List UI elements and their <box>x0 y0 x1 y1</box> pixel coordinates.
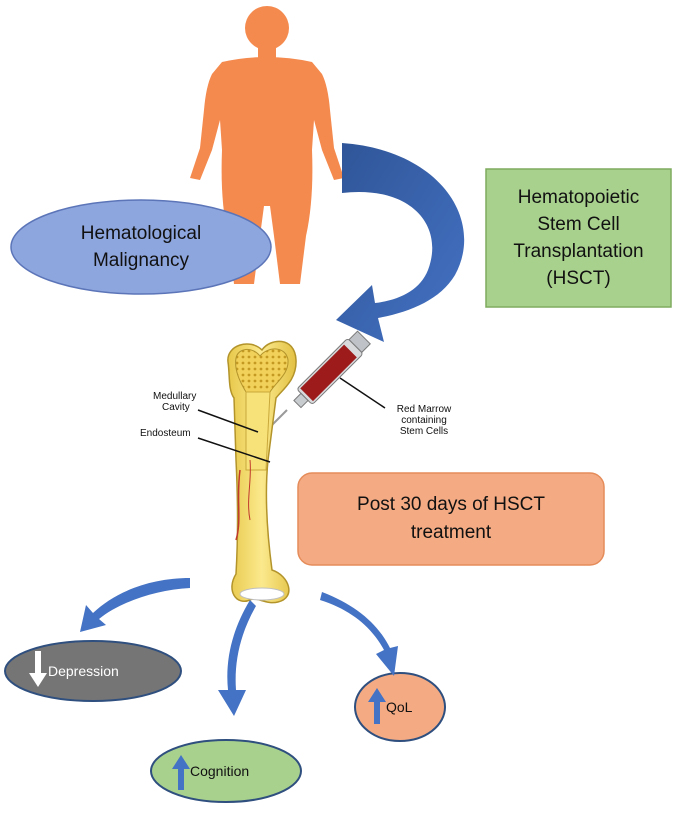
marrow-line-3: Stem Cells <box>399 426 449 437</box>
syringe-icon <box>261 330 371 436</box>
depression-label: Depression <box>48 663 119 679</box>
endosteum-label: Endosteum <box>140 428 191 439</box>
medullary-cavity-label: Medullary Cavity <box>153 391 213 413</box>
arrow-up-icon <box>368 688 386 724</box>
post-line-2: treatment <box>410 522 492 543</box>
marrow-line-2: containing <box>401 415 447 426</box>
hsct-box <box>485 168 672 308</box>
medullary-line-1: Medullary <box>153 391 197 402</box>
post-treatment-label: Post 30 days of HSCT treatment <box>298 473 604 565</box>
post-line-1: Post 30 days of HSCT <box>357 494 545 515</box>
post-treatment-box <box>297 472 605 566</box>
hsct-label: Hematopoietic Stem Cell Transplantation … <box>486 169 671 307</box>
malignancy-line-2: Malignancy <box>92 250 190 271</box>
marrow-line-1: Red Marrow <box>396 404 452 415</box>
hsct-line-4: (HSCT) <box>546 268 611 289</box>
hsct-line-3: Transplantation <box>513 241 644 262</box>
malignancy-ellipse <box>10 199 272 295</box>
malignancy-label: Hematological Malignancy <box>36 214 246 280</box>
medullary-line-2: Cavity <box>162 402 190 413</box>
cognition-ellipse <box>150 739 302 803</box>
cognition-label: Cognition <box>190 763 250 779</box>
outcome-arrows <box>80 578 398 716</box>
qol-label: QoL <box>386 699 413 715</box>
hsct-line-1: Hematopoietic <box>517 187 640 208</box>
red-marrow-label: Red Marrow containing Stem Cells <box>384 404 464 437</box>
arrow-up-icon <box>172 755 190 790</box>
malignancy-line-1: Hematological <box>80 223 202 244</box>
depression-ellipse <box>4 640 182 702</box>
curved-arrow-transplant <box>336 143 465 342</box>
hsct-line-2: Stem Cell <box>537 214 620 235</box>
arrow-down-icon <box>29 651 47 687</box>
bone-cross-section <box>227 340 297 604</box>
